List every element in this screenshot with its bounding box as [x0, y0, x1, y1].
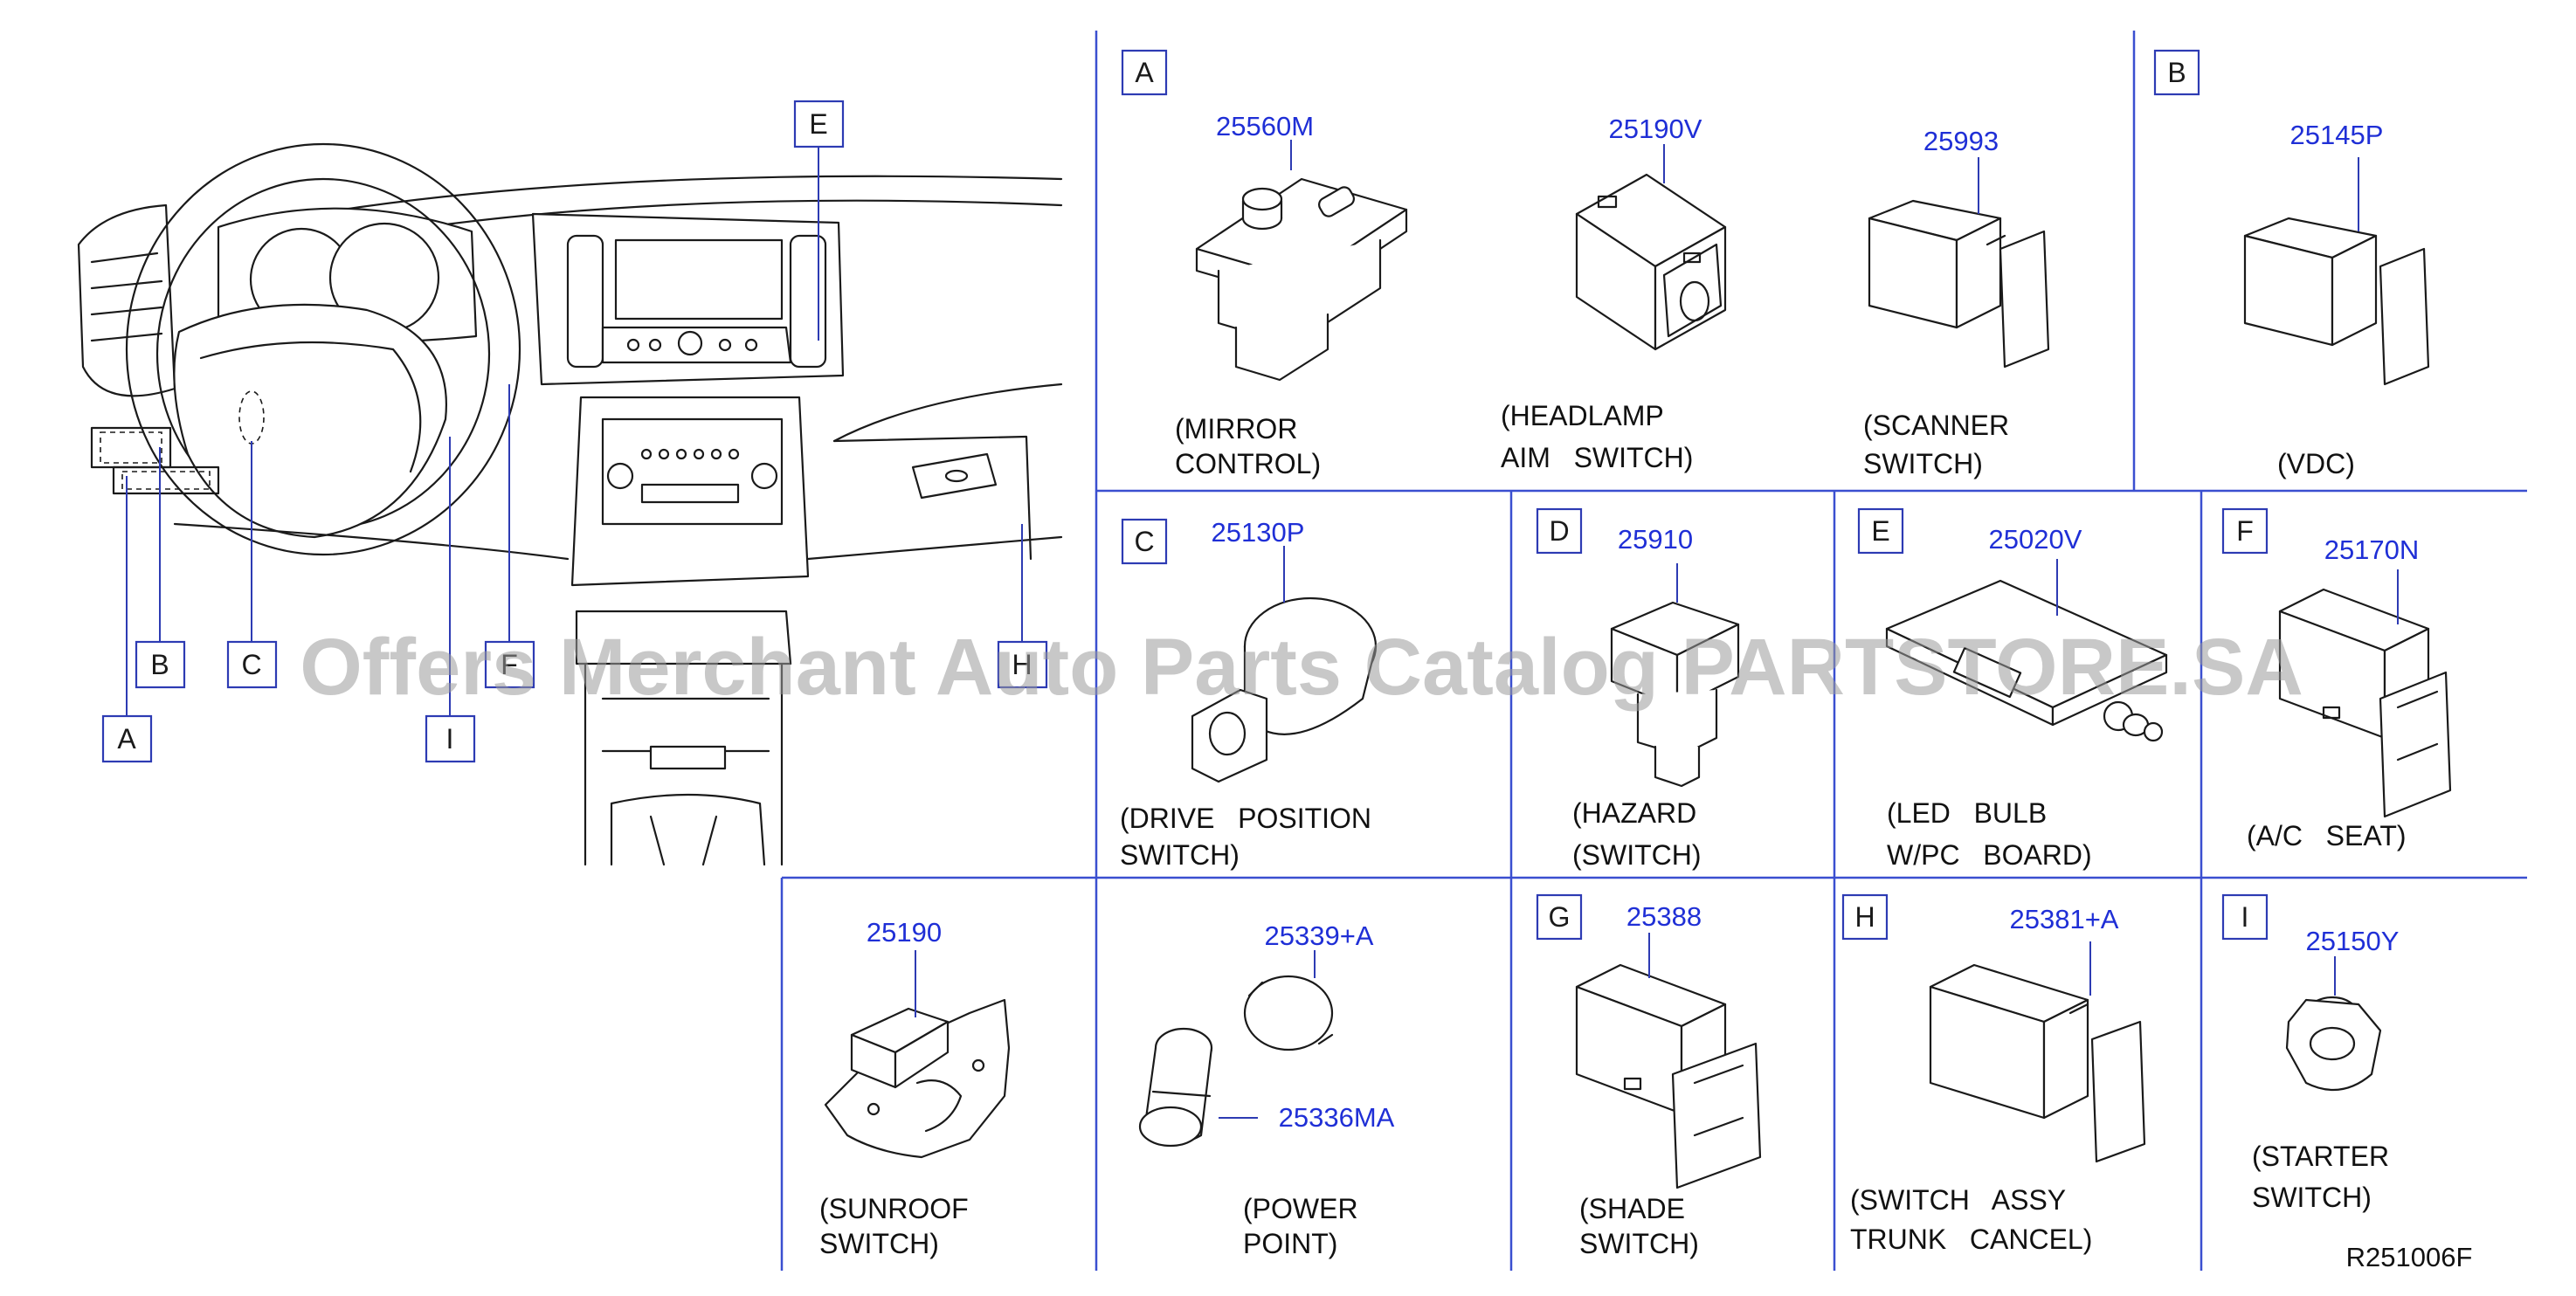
svg-text:25336MA: 25336MA: [1279, 1102, 1395, 1133]
svg-text:I: I: [2241, 901, 2249, 933]
svg-text:(STARTER: (STARTER: [2252, 1141, 2389, 1172]
svg-text:E: E: [809, 108, 827, 140]
svg-text:H: H: [1854, 901, 1875, 933]
svg-text:(HEADLAMP: (HEADLAMP: [1501, 400, 1664, 431]
ac-seat-switch: [2278, 588, 2452, 818]
scanner-switch: [1868, 199, 2050, 369]
panel-g: G 25388 (SHADE SWITCH): [1536, 893, 1762, 1259]
svg-text:25130P: 25130P: [1212, 517, 1305, 548]
svg-text:POINT): POINT): [1243, 1228, 1337, 1259]
callout-f: F: [484, 640, 535, 689]
svg-text:25339+A: 25339+A: [1265, 920, 1374, 951]
svg-text:25910: 25910: [1618, 524, 1693, 555]
vdc-switch: [2243, 217, 2430, 386]
svg-text:25381+A: 25381+A: [2010, 904, 2119, 934]
callout-b: B: [135, 640, 186, 689]
callout-a: A: [101, 714, 153, 763]
watermark-text: Offers Merchant Auto Parts Catalog PARTS…: [300, 623, 2303, 712]
callout-c: C: [226, 640, 278, 689]
svg-text:25145P: 25145P: [2290, 120, 2384, 150]
callout-e: E: [793, 100, 845, 148]
starter-switch: [2285, 996, 2382, 1092]
svg-text:(LED BULB: (LED BULB: [1887, 797, 2047, 829]
svg-text:25190: 25190: [867, 917, 942, 948]
svg-text:SWITCH): SWITCH): [1863, 448, 1983, 479]
shade-switch: [1575, 963, 1762, 1189]
callout-i: I: [425, 714, 476, 763]
svg-text:25190V: 25190V: [1609, 114, 1702, 144]
svg-text:(POWER: (POWER: [1243, 1193, 1358, 1224]
panel-b: B 25145P (VDC): [2153, 49, 2430, 479]
svg-text:(SUNROOF: (SUNROOF: [819, 1193, 969, 1224]
svg-text:G: G: [1549, 901, 1571, 933]
panel-e: E 25020V (LED BULB W/PC BOARD): [1857, 507, 2168, 871]
svg-text:(A/C SEAT): (A/C SEAT): [2247, 820, 2407, 851]
svg-text:F: F: [501, 649, 518, 680]
callout-h: H: [997, 640, 1048, 689]
panel-power-point: 25339+A 25336MA (POWER POINT): [1138, 920, 1395, 1259]
panel-f: F 25170N (A/C SEAT): [2221, 507, 2452, 851]
panel-h: H 25381+A (SWITCH ASSY TRUNK CANCEL): [1841, 893, 2146, 1255]
svg-text:A: A: [117, 723, 136, 755]
svg-text:I: I: [446, 723, 454, 755]
svg-text:25560M: 25560M: [1216, 111, 1314, 141]
svg-text:25170N: 25170N: [2324, 534, 2420, 565]
svg-text:(SWITCH ASSY: (SWITCH ASSY: [1850, 1184, 2066, 1216]
svg-text:25388: 25388: [1626, 901, 1702, 932]
dashboard-overview: [77, 142, 1063, 866]
svg-text:C: C: [241, 649, 261, 680]
panel-d: D 25910 (HAZARD (SWITCH): [1536, 507, 1740, 871]
svg-text:A: A: [1135, 57, 1154, 88]
svg-text:SWITCH): SWITCH): [1579, 1228, 1699, 1259]
svg-text:H: H: [1012, 649, 1032, 680]
led-bulb-pc-board: [1885, 579, 2168, 742]
svg-text:(SCANNER: (SCANNER: [1863, 410, 2009, 441]
svg-text:SWITCH): SWITCH): [819, 1228, 939, 1259]
panel-i: I 25150Y (STARTER SWITCH) R251006F: [2221, 893, 2473, 1272]
headlamp-aim-switch: [1575, 173, 1727, 351]
svg-text:AIM SWITCH): AIM SWITCH): [1501, 442, 1693, 473]
svg-text:C: C: [1134, 526, 1154, 557]
svg-text:25150Y: 25150Y: [2306, 926, 2400, 956]
svg-text:(VDC): (VDC): [2277, 448, 2355, 479]
svg-text:(SHADE: (SHADE: [1579, 1193, 1685, 1224]
svg-text:B: B: [150, 649, 169, 680]
svg-text:E: E: [1871, 515, 1889, 547]
reference-code: R251006F: [2346, 1242, 2473, 1272]
mirror-control-switch: [1195, 177, 1408, 382]
trunk-cancel-switch: [1929, 963, 2146, 1163]
svg-text:CONTROL): CONTROL): [1175, 448, 1321, 479]
svg-text:W/PC BOARD): W/PC BOARD): [1887, 839, 2092, 871]
svg-text:(HAZARD: (HAZARD: [1572, 797, 1696, 829]
power-point-socket: [1138, 1027, 1213, 1148]
svg-text:25993: 25993: [1923, 126, 1999, 156]
svg-text:(DRIVE POSITION: (DRIVE POSITION: [1120, 803, 1371, 834]
svg-text:(SWITCH): (SWITCH): [1572, 839, 1702, 871]
panel-a: A 25560M (MIRROR CONTROL) 2519: [1121, 49, 2050, 479]
svg-text:B: B: [2167, 57, 2186, 88]
svg-text:SWITCH): SWITCH): [2252, 1182, 2372, 1213]
drive-position-switch: [1191, 596, 1378, 783]
sunroof-switch: [824, 998, 1011, 1159]
hazard-switch: [1610, 601, 1740, 788]
svg-text:25020V: 25020V: [1989, 524, 2082, 555]
panel-grid: [780, 31, 2527, 1271]
svg-text:(MIRROR: (MIRROR: [1175, 413, 1297, 445]
svg-text:F: F: [2236, 515, 2254, 547]
panel-sunroof: 25190 (SUNROOF SWITCH): [819, 917, 1011, 1259]
power-point-cap: [1243, 975, 1334, 1051]
svg-text:TRUNK CANCEL): TRUNK CANCEL): [1850, 1224, 2092, 1255]
panel-c: C 25130P (DRIVE POSITION SWITCH): [1120, 517, 1378, 871]
svg-text:SWITCH): SWITCH): [1120, 839, 1240, 871]
overview-leaders: [126, 147, 1023, 716]
svg-text:D: D: [1549, 515, 1569, 547]
